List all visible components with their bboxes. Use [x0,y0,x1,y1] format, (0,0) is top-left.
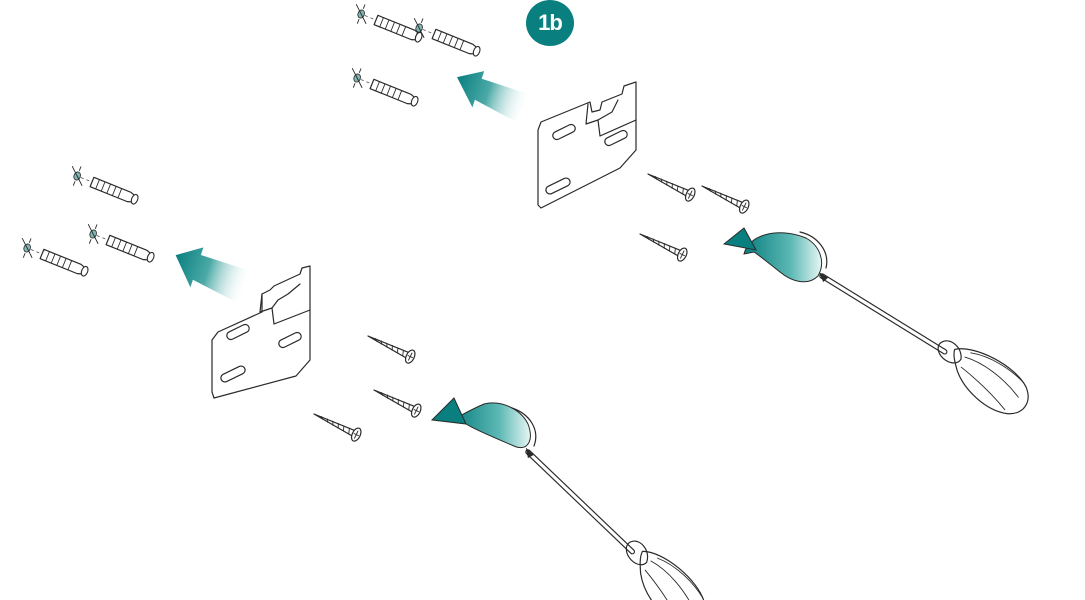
top-bracket-icon [538,82,636,208]
screwdriver-icon [500,448,727,600]
screw-icon [645,168,697,203]
wall-plug-icon [346,66,421,112]
screw-icon [365,330,417,365]
arrow-icon [168,240,255,304]
wall-plug-icon [350,2,425,48]
arrow-icon [450,64,534,124]
top-anchors [346,2,483,112]
screw-icon [311,408,363,443]
wall-plug-icon [16,236,91,282]
screw-icon [637,228,689,263]
bottom-screws [311,330,423,443]
bottom-rotation-arrow-icon [432,398,536,448]
screw-icon [371,384,423,419]
step-label: 1b [538,10,562,36]
top-rotation-arrow-icon [724,228,827,282]
screwdriver-icon [819,265,1029,420]
bottom-anchors [16,164,157,282]
screw-icon [699,180,751,215]
step-badge-icon: 1b [526,0,574,46]
wall-plug-icon [82,222,157,268]
wall-plug-icon [66,164,141,210]
top-screws [637,168,751,263]
